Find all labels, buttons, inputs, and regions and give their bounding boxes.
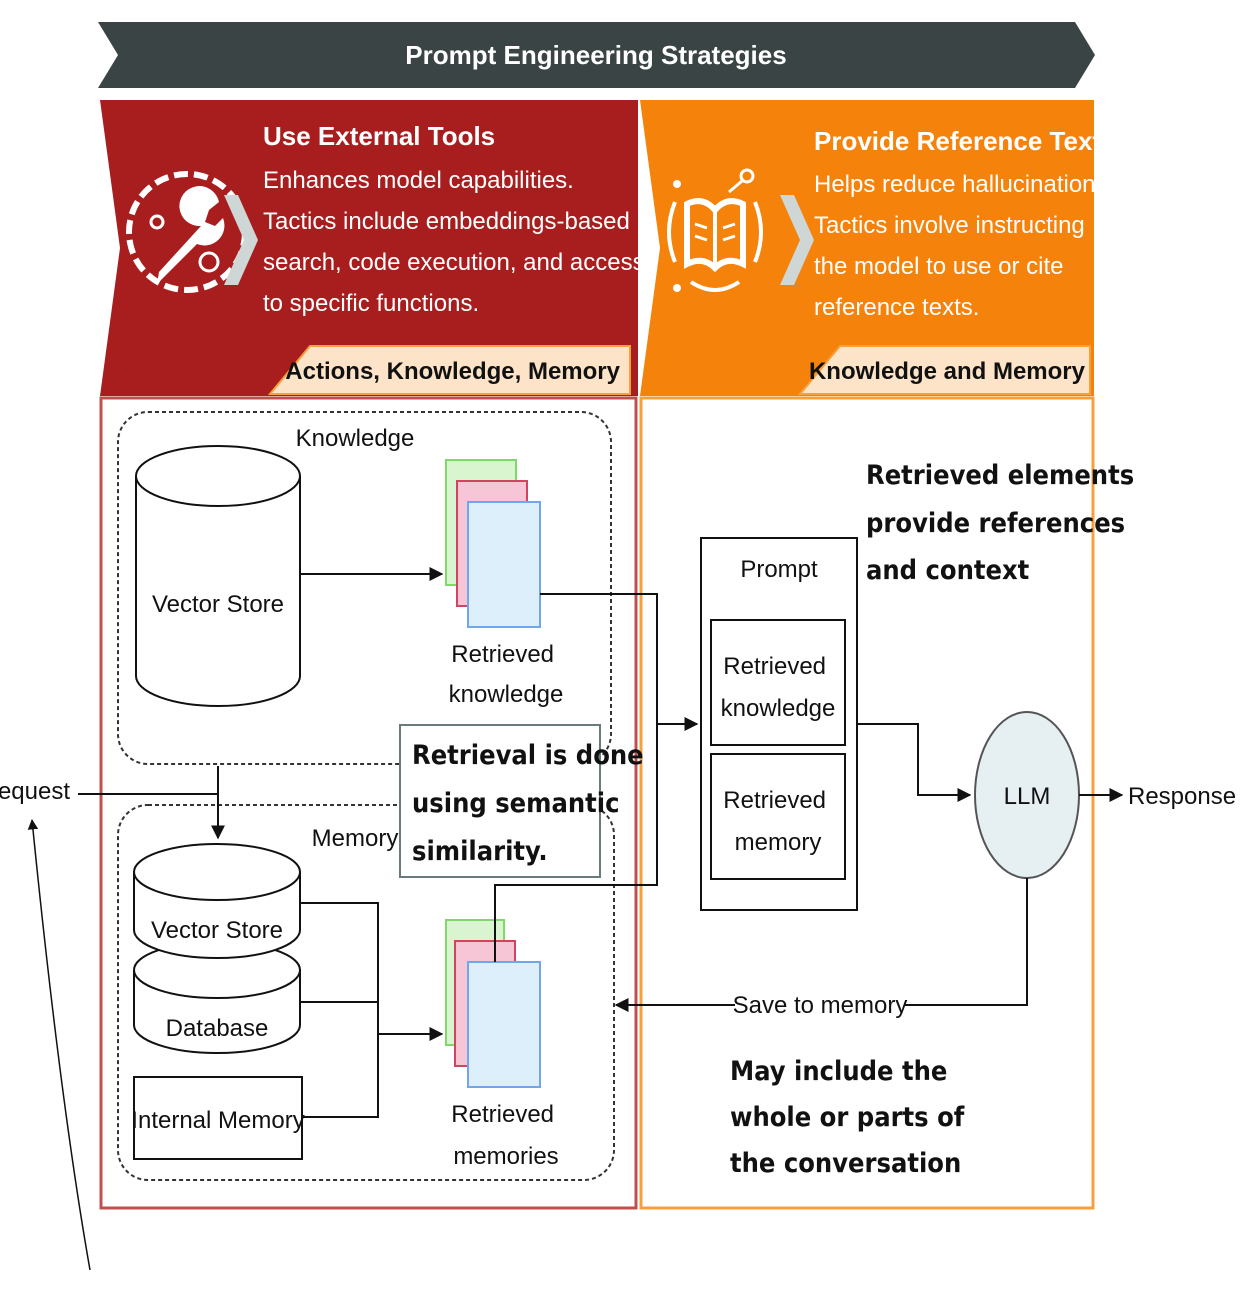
save-to-memory-label: Save to memory — [733, 992, 908, 1019]
response-label: Response — [1128, 783, 1236, 810]
left-panel-body — [99, 396, 638, 1210]
chevron-right-icon — [224, 195, 258, 285]
left-panel-tag-label: Actions, Knowledge, Memory — [285, 358, 620, 385]
memory-database: Database — [133, 941, 301, 1054]
right-panel-tag-label: Knowledge and Memory — [809, 358, 1086, 385]
left-panel-title: Use External Tools — [263, 121, 495, 151]
left-panel-description: Enhances model capabilities. Tactics inc… — [263, 167, 651, 317]
open-book-icon — [667, 168, 763, 292]
retrieved-to-prompt-connector — [494, 593, 658, 962]
right-panel-header: Provide Reference Text Helps reduce hall… — [640, 100, 1121, 396]
banner: Prompt Engineering Strategies — [98, 22, 1095, 88]
knowledge-label-bg — [300, 420, 410, 452]
memory-source-connector — [300, 902, 379, 1118]
save-line — [905, 878, 1028, 1006]
feedback-curve-arrow — [27, 818, 91, 1271]
knowledge-group — [117, 411, 612, 765]
knowledge-vector-store: Vector Store — [135, 445, 301, 707]
memory-vector-store-label: Vector Store — [151, 917, 283, 944]
references-note: Retrieved elements provide references an… — [866, 460, 1143, 586]
retrieval-note-box — [399, 724, 601, 878]
doc-blue — [467, 501, 541, 628]
retrieved-memories-label: Retrieved memories — [451, 1101, 560, 1170]
memory-group-label: Memory — [312, 825, 399, 852]
prompt-retrieved-knowledge-label: Retrieved knowledge — [721, 653, 836, 722]
left-panel-header: Use External Tools Enhances model capabi… — [100, 100, 651, 396]
right-panel-description: Helps reduce hallucinations. Tactics inv… — [814, 171, 1121, 321]
knowledge-group-label: Knowledge — [296, 425, 415, 452]
internal-memory-label: Internal Memory — [131, 1107, 304, 1134]
retrieved-memories-docs — [445, 919, 541, 1088]
left-panel-shape — [100, 100, 638, 396]
doc-blue — [467, 961, 541, 1088]
llm-node: LLM — [974, 711, 1080, 879]
prompt-retrieved-memory — [710, 753, 846, 880]
request-label: Request — [0, 778, 70, 805]
retrieved-knowledge-docs — [445, 459, 541, 628]
right-panel-title: Provide Reference Text — [814, 126, 1101, 156]
llm-label: LLM — [1004, 783, 1051, 810]
memory-vector-store: Vector Store — [133, 843, 301, 959]
prompt-retrieved-memory-label: Retrieved memory — [723, 787, 832, 856]
internal-memory-box: Internal Memory — [131, 1076, 305, 1160]
knowledge-vector-store-label: Vector Store — [152, 591, 284, 618]
prompt-box: Prompt Retrieved knowledge Retrieved mem… — [700, 537, 858, 911]
retrieval-note: Retrieval is done using semantic similar… — [412, 740, 652, 867]
prompt-to-llm-arrow — [857, 723, 972, 802]
prompt-label: Prompt — [740, 556, 818, 583]
right-panel-body — [639, 396, 1095, 1210]
retrieved-knowledge-label: Retrieved knowledge — [449, 641, 564, 708]
memory-group — [117, 804, 615, 1181]
banner-title: Prompt Engineering Strategies — [405, 40, 786, 70]
left-panel-tag — [267, 345, 631, 395]
right-panel-tag — [797, 345, 1091, 395]
prompt-retrieved-knowledge — [710, 619, 846, 746]
conversation-note: May include the whole or parts of the co… — [730, 1056, 973, 1179]
banner-shape — [98, 22, 1095, 88]
memory-database-label: Database — [166, 1015, 269, 1042]
chevron-right-icon — [780, 195, 814, 285]
